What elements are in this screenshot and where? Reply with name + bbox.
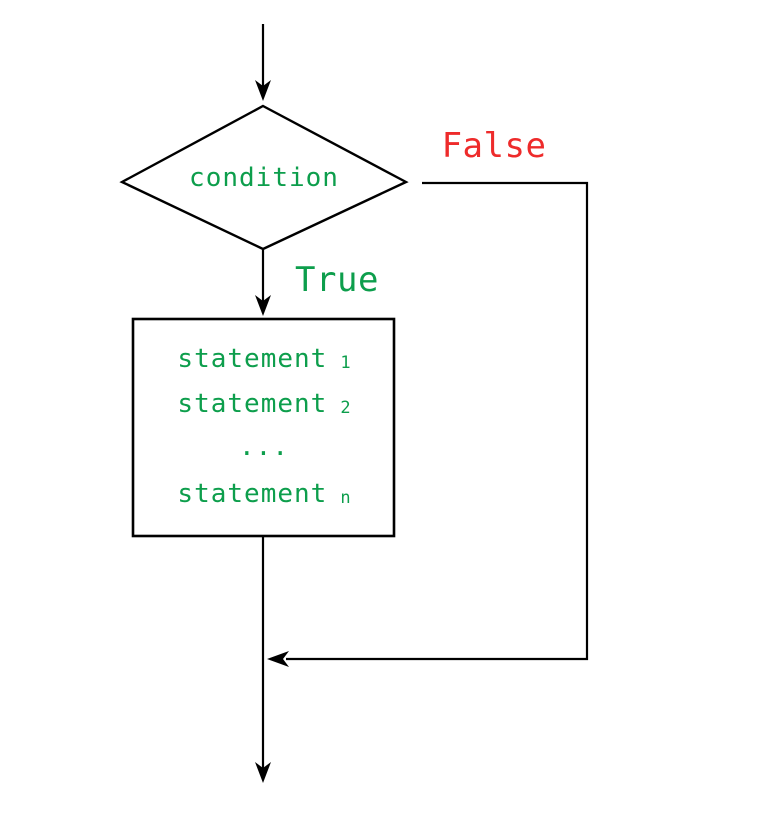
true-label: True (295, 260, 379, 300)
false-branch-line (286, 181, 589, 661)
statement-text: statement (177, 389, 327, 419)
statement-suffix: 1 (340, 353, 350, 373)
false-branch-arrowhead (267, 651, 289, 667)
statement-text: statement (177, 479, 327, 509)
true-arrowhead (255, 295, 271, 316)
statement-suffix: n (340, 488, 350, 508)
statement-suffix: 2 (340, 398, 350, 418)
entry-arrowhead (255, 80, 271, 101)
statement-line-1: statement 1 (177, 344, 350, 374)
statement-line-n: statement n (177, 479, 350, 509)
statement-line-ellipsis: ... (239, 432, 289, 462)
false-label: False (442, 126, 547, 166)
exit-arrowhead (255, 762, 271, 783)
statements-box (131, 317, 396, 538)
statement-text: statement (177, 344, 327, 374)
condition-label: condition (189, 163, 339, 193)
condition-diamond (119, 104, 409, 251)
statement-line-2: statement 2 (177, 389, 350, 419)
